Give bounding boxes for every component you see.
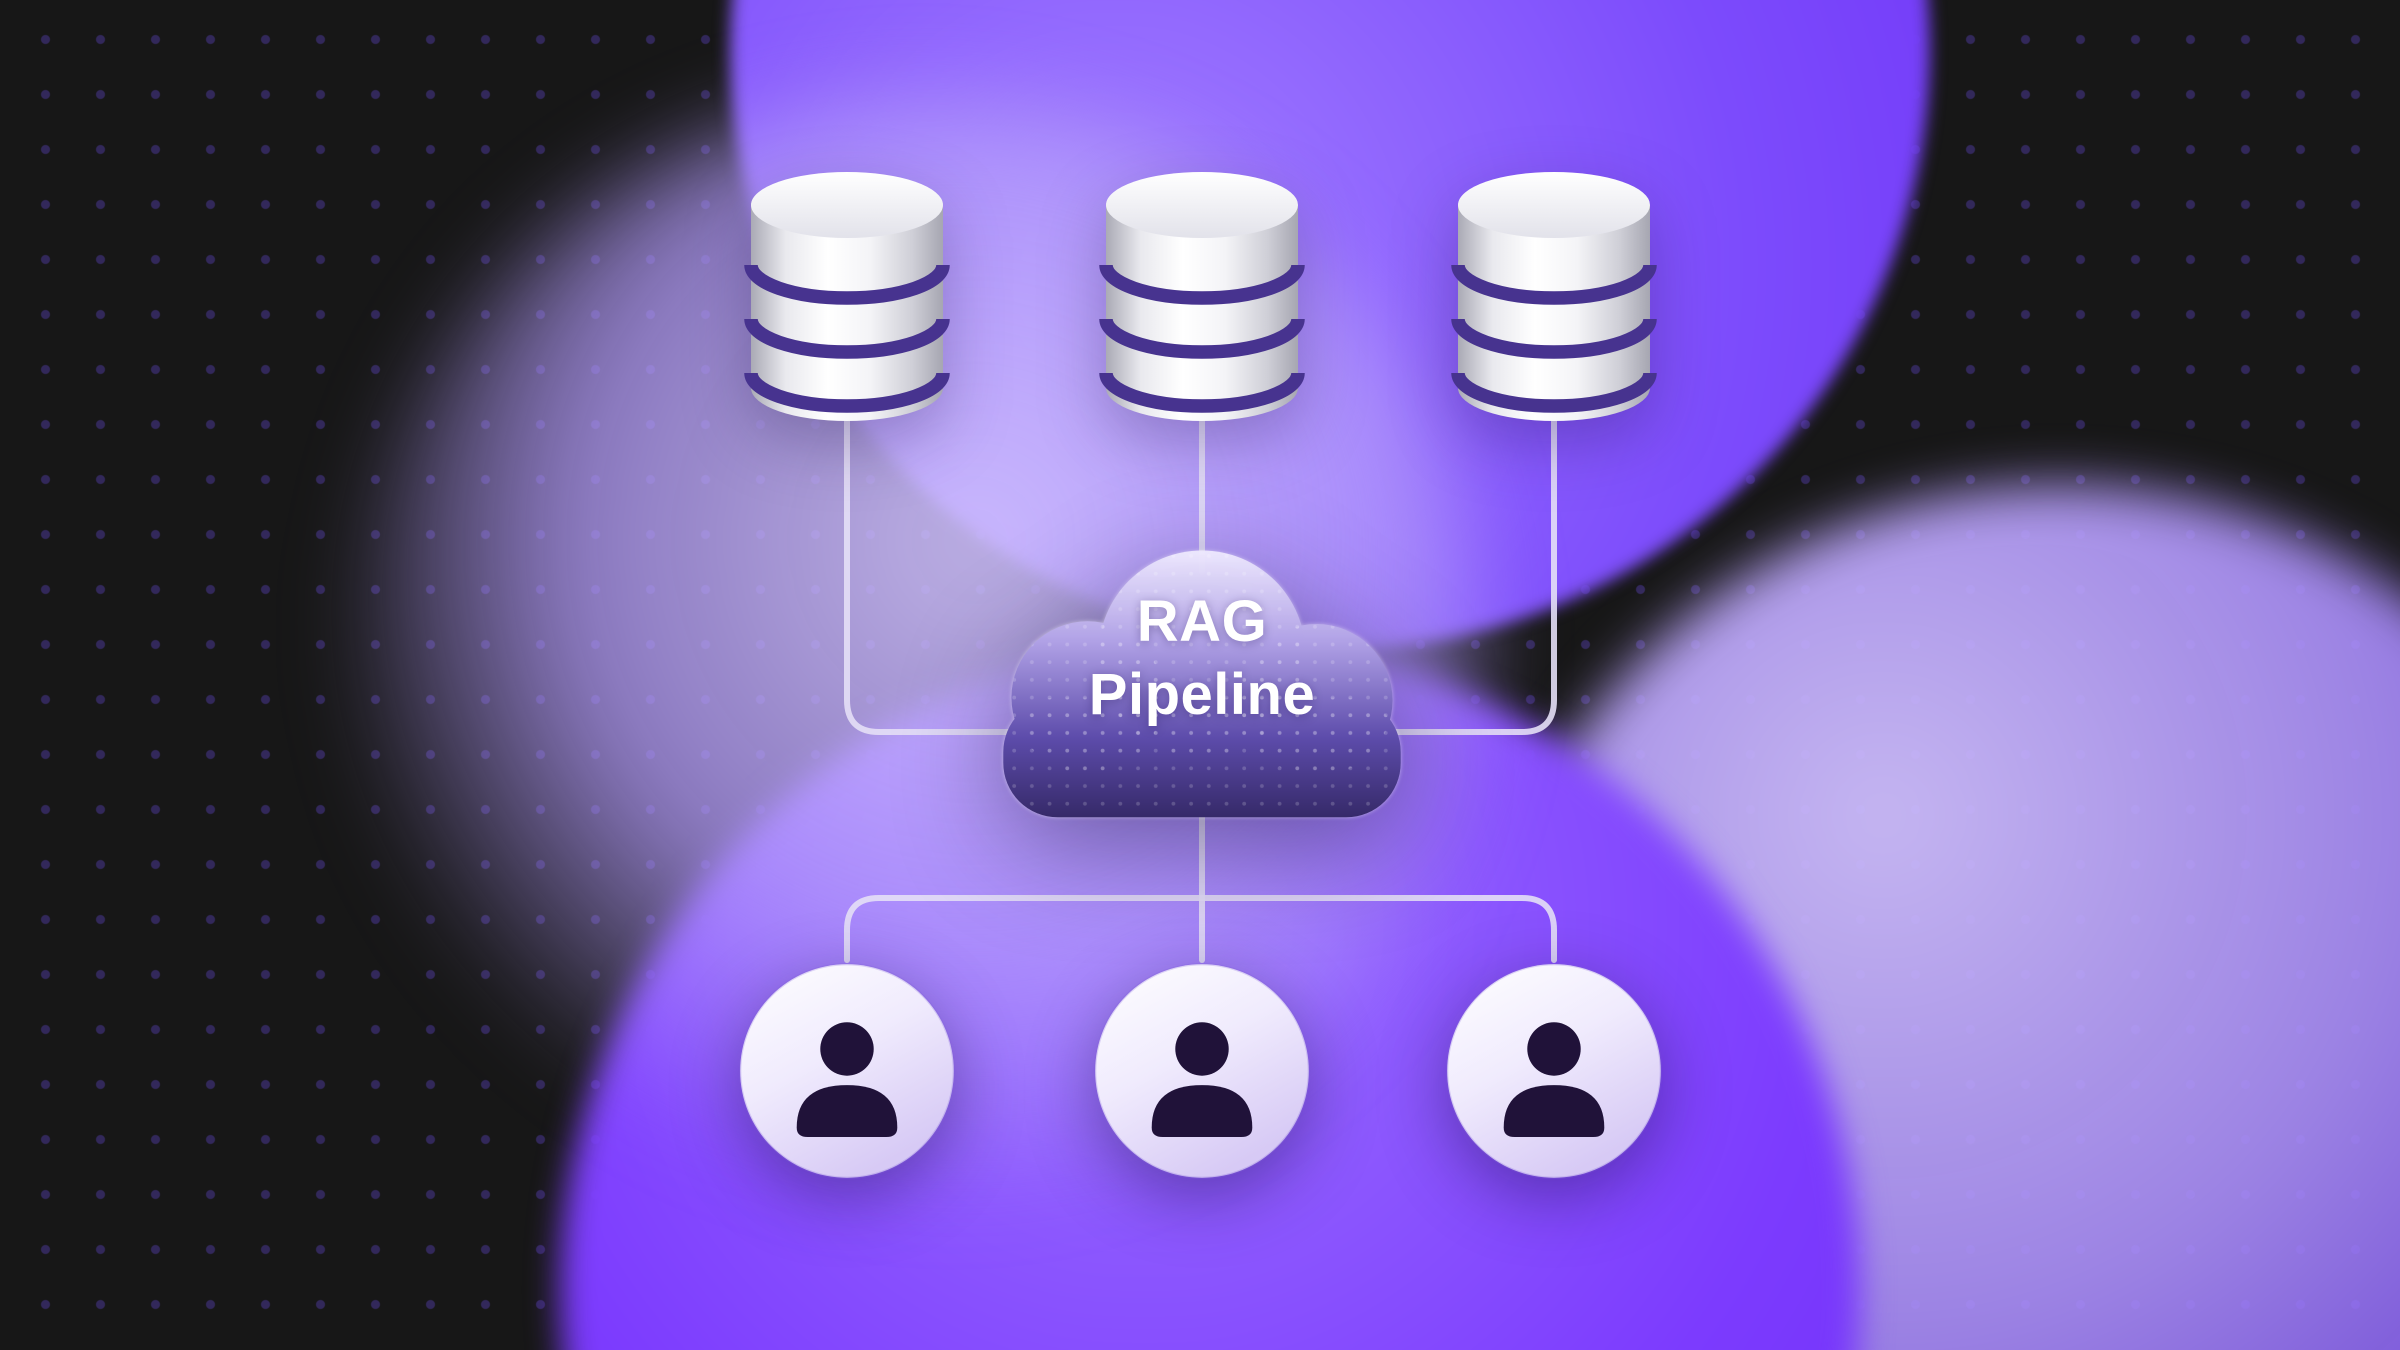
connector-db3-cloud — [1389, 405, 1557, 735]
database-icon — [1097, 163, 1307, 433]
user-avatar — [1444, 961, 1664, 1181]
cloud-title-line1: RAG — [1136, 589, 1268, 654]
connector-cloud-users-bar — [844, 895, 1557, 963]
connector-db1-cloud — [844, 405, 1015, 735]
user-icon — [796, 1022, 898, 1137]
database-icon — [1449, 163, 1659, 433]
database-icon — [742, 163, 952, 433]
rag-pipeline-cloud — [957, 534, 1447, 827]
cloud-title: RAG Pipeline — [957, 586, 1447, 731]
user-avatar — [1092, 961, 1312, 1181]
cloud-title-line2: Pipeline — [1088, 661, 1316, 727]
user-icon — [1503, 1022, 1605, 1137]
user-icon — [1151, 1022, 1253, 1137]
user-avatar — [737, 961, 957, 1181]
